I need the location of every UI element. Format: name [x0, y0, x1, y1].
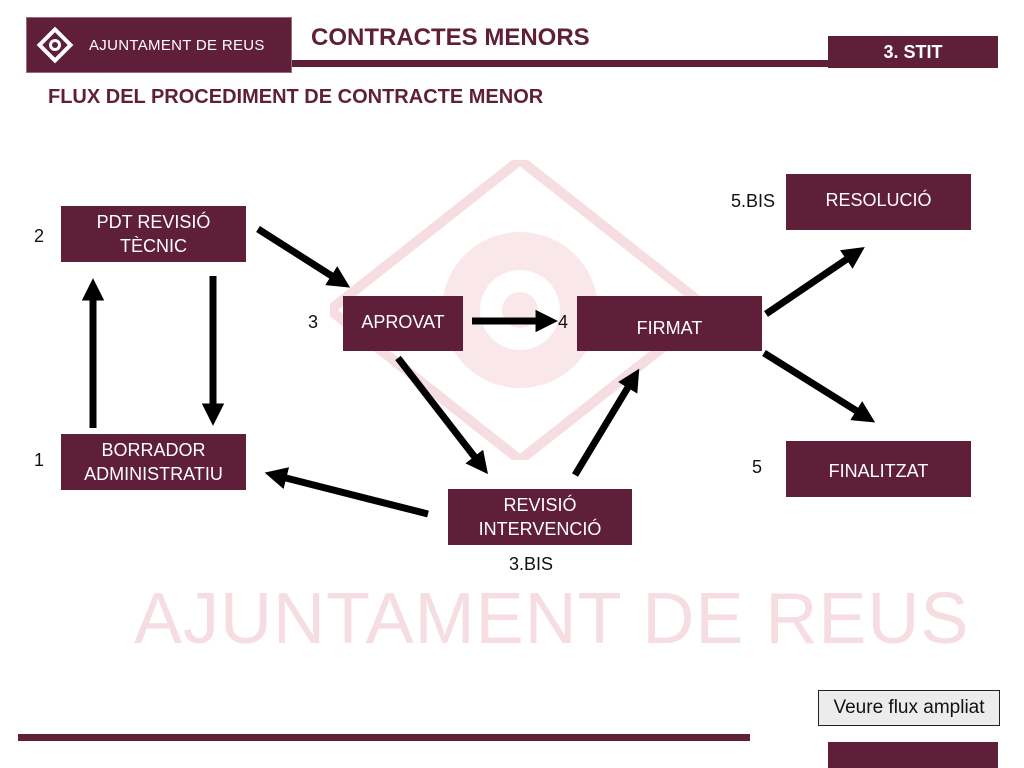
- footer-tab: [828, 742, 998, 768]
- arrow-firmat-to-resolucio: [764, 246, 865, 317]
- node-firmat: FIRMAT: [577, 296, 762, 351]
- node-pdt-revisio-tecnic: PDT REVISIÓ TÈCNIC: [61, 206, 246, 262]
- step-label-4: 4: [558, 312, 569, 332]
- header-divider: [292, 60, 828, 67]
- arrow-revisio-to-borrador: [264, 467, 429, 518]
- section-tab: 3. STIT: [828, 36, 998, 68]
- step-label-2: 2: [34, 226, 45, 246]
- node-revisio-intervencio: REVISIÓ INTERVENCIÓ: [448, 489, 632, 545]
- node-finalitzat: FINALITZAT: [786, 441, 971, 497]
- page-subtitle: FLUX DEL PROCEDIMENT DE CONTRACTE MENOR: [48, 86, 544, 108]
- node-resolucio: RESOLUCIÓ: [786, 174, 971, 230]
- footer-divider: [18, 734, 750, 741]
- logo: AJUNTAMENT DE REUS: [26, 17, 292, 73]
- step-label-5-bis: 5.BIS: [731, 191, 776, 211]
- city-emblem-icon: [33, 23, 77, 67]
- arrow-revisio-to-firmat: [572, 368, 640, 477]
- node-borrador-administratiu: BORRADOR ADMINISTRATIU: [61, 434, 246, 490]
- arrow-pdt-to-aprovat: [256, 226, 351, 288]
- watermark-text: AJUNTAMENT DE REUS: [134, 579, 970, 659]
- step-label-3: 3: [308, 312, 319, 332]
- node-aprovat: APROVAT: [343, 296, 463, 351]
- step-label-3-bis: 3.BIS: [509, 554, 554, 574]
- step-label-5: 5: [752, 457, 763, 477]
- arrow-aprovat-to-revisio: [395, 355, 488, 475]
- org-name: AJUNTAMENT DE REUS: [89, 36, 265, 54]
- page-title: CONTRACTES MENORS: [311, 24, 590, 51]
- step-label-1: 1: [34, 450, 45, 470]
- view-expanded-flow-button[interactable]: Veure flux ampliat: [818, 690, 1000, 726]
- arrow-firmat-to-finalitzat: [762, 350, 876, 423]
